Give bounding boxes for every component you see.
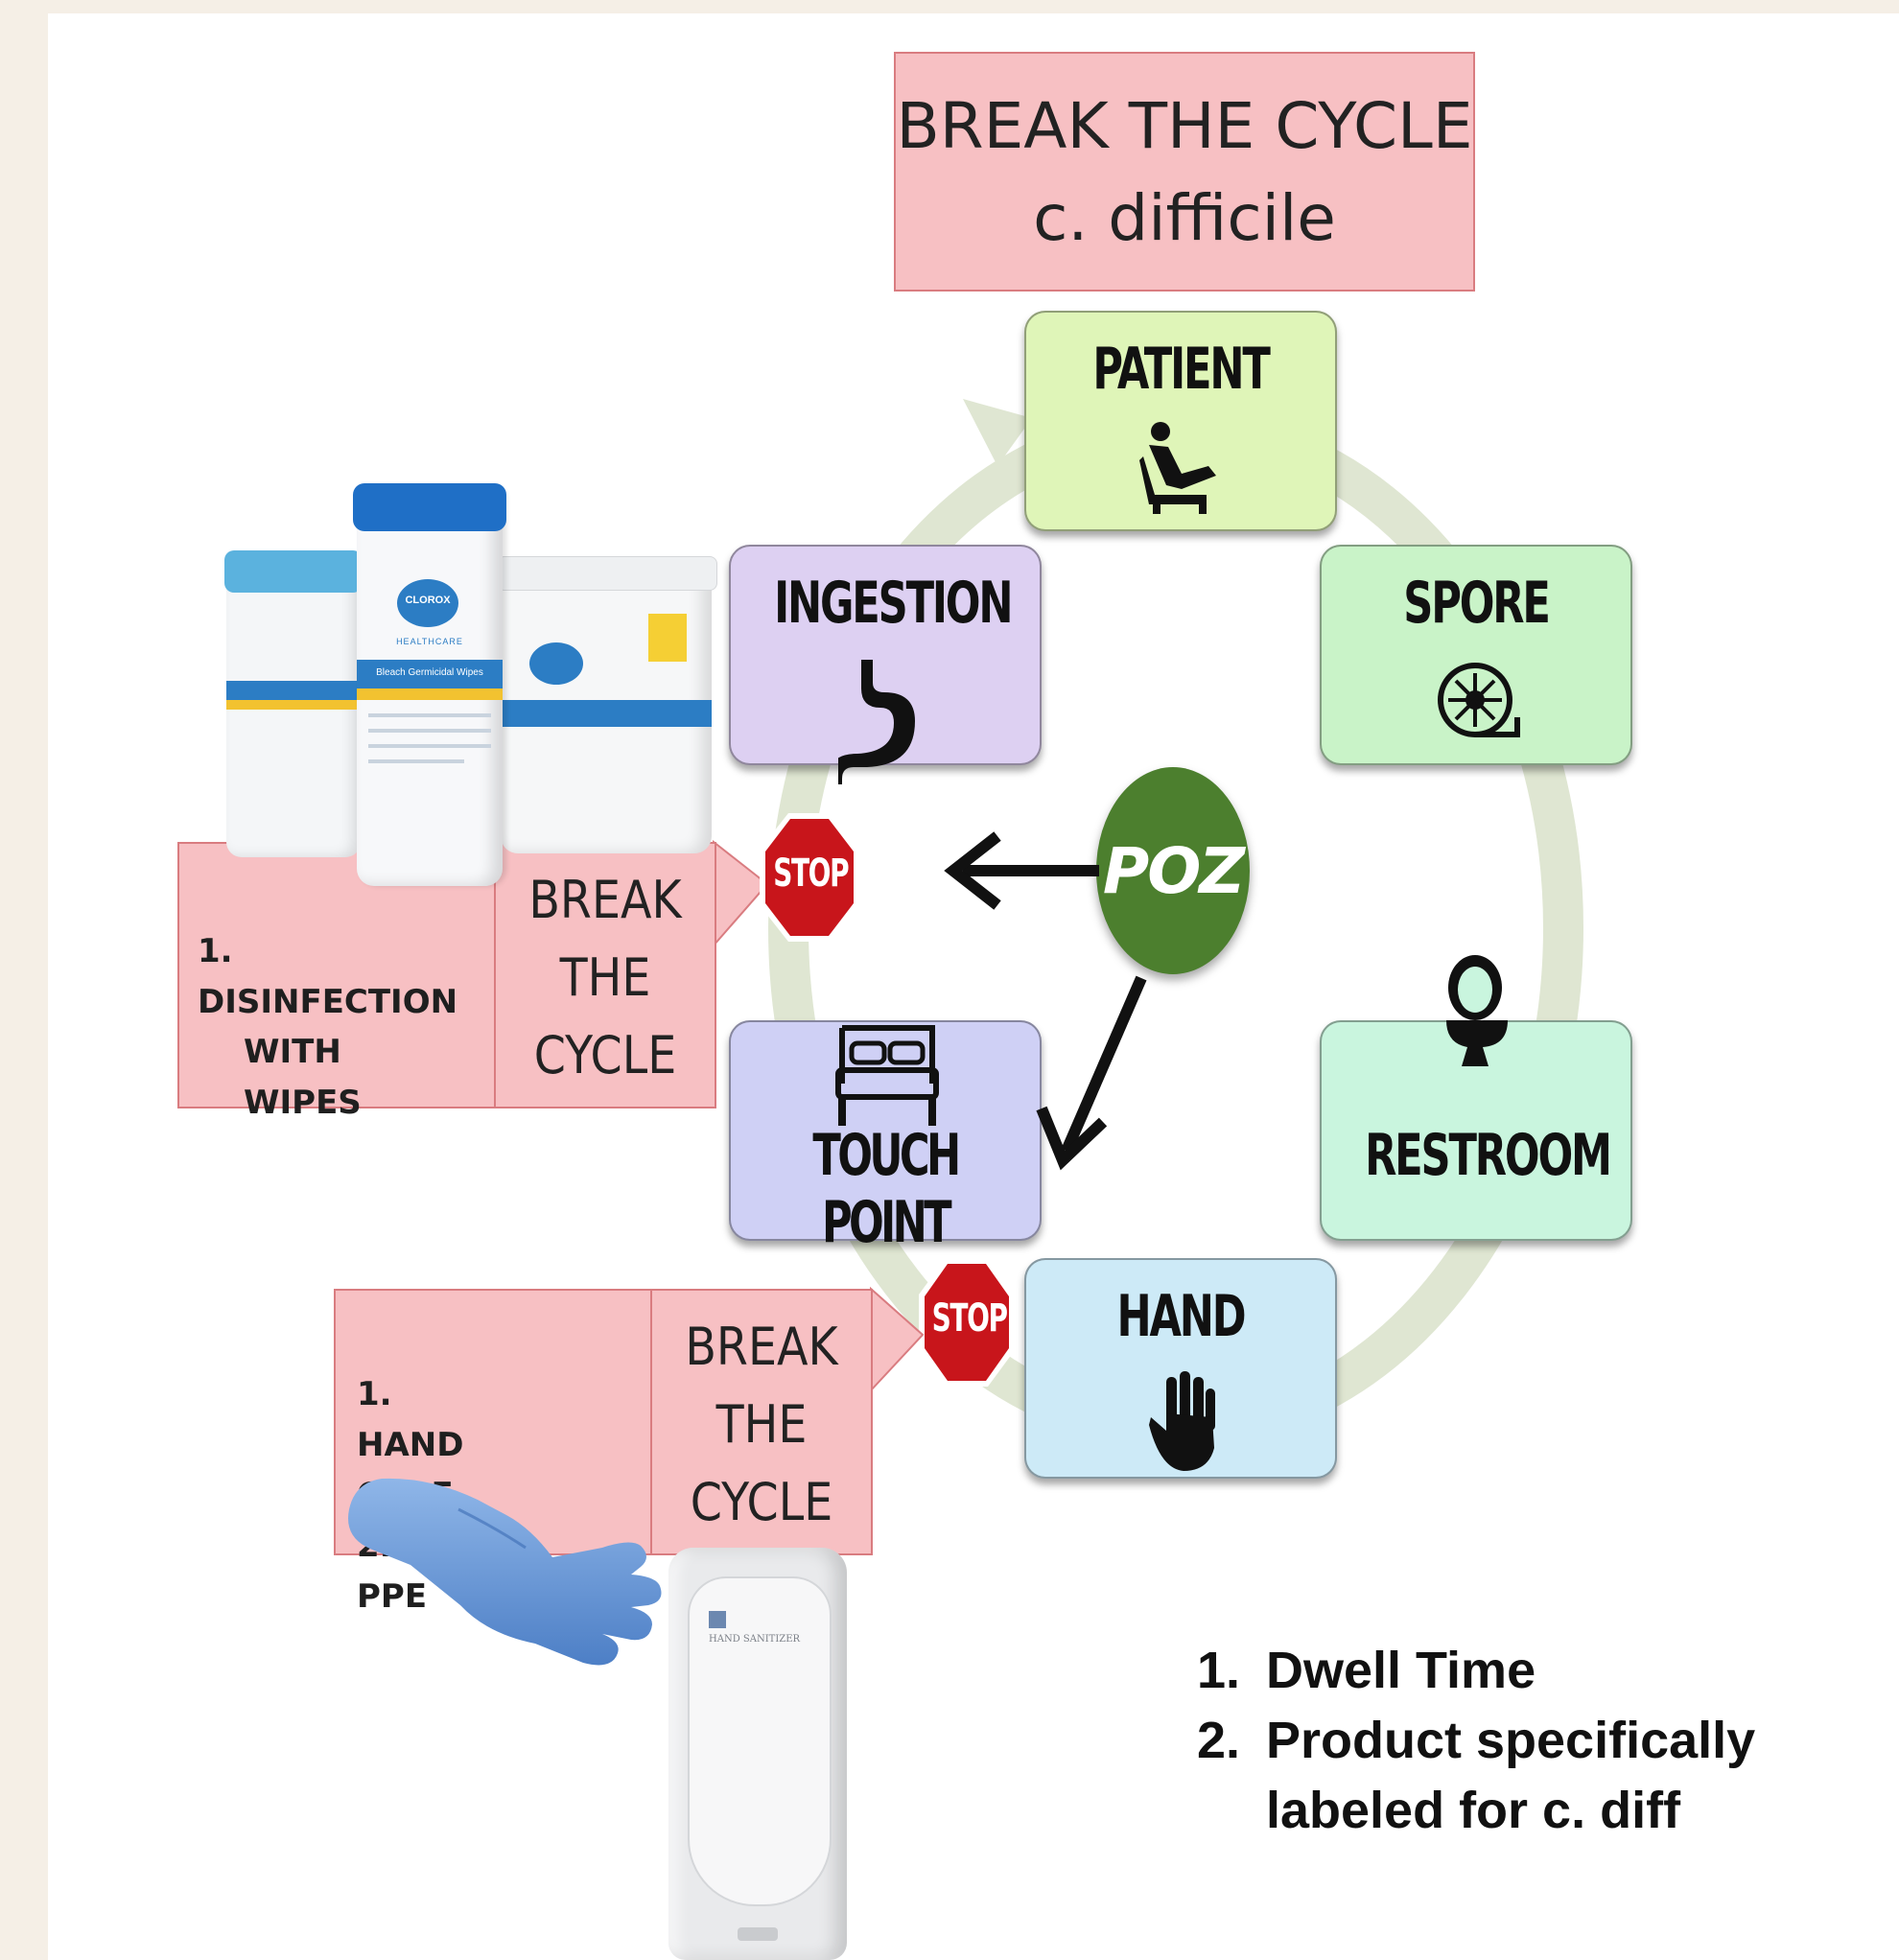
node-ingestion-label: INGESTION [774,570,1013,637]
wipes-canister-center: CLOROX HEALTHCARE Bleach Germicidal Wipe… [353,483,506,886]
node-ingestion[interactable]: INGESTION [729,545,1042,784]
node-patient[interactable]: PATIENT [1024,311,1337,531]
requirement-2: 2. Product specifically [1197,1706,1755,1776]
requirement-2-continued-number [1197,1776,1266,1846]
spore-icon [1438,663,1520,737]
callout-wipes-item-2: WITH WIPES [244,1033,362,1123]
callout-hand-care-break-1: BREAK [685,1317,838,1377]
requirement-1: 1. Dwell Time [1197,1636,1755,1706]
title-box: BREAK THE CYCLE c. difficile [894,52,1475,292]
callout-hand-care-break-text: BREAK THE CYCLE [664,1308,859,1541]
wipes-tub-right [497,556,717,853]
requirement-2-continued: labeled for c. diff [1197,1776,1755,1846]
callout-wipes-break-2: THE [559,947,651,1008]
stop-sign-top: STOP [758,811,861,944]
callout-hand-care-break-3: CYCLE [690,1472,833,1532]
callout-wipes-items: 1. DISINFECTION WITH WIPES [198,926,457,1129]
title-line-2: c. difficile [1033,180,1336,255]
node-hand-label: HAND [1116,1283,1247,1350]
stop-sign-bottom: STOP [917,1256,1017,1388]
bed-icon [835,1025,939,1126]
node-patient-label: PATIENT [1092,336,1270,403]
callout-hand-care-items: 1. HAND CARE 2. PPE [357,1369,463,1622]
stomach-icon [838,660,915,784]
callout-wipes-item-1: 1. DISINFECTION [198,932,458,1021]
poz-badge[interactable]: POZ [1096,767,1250,974]
hand-icon [1149,1371,1215,1471]
wipes-product-label: Bleach Germicidal Wipes [376,667,483,678]
toilet-icon [1446,955,1508,1066]
node-spore-label: SPORE [1403,570,1551,637]
requirements-list: 1. Dwell Time 2. Product specifically la… [1197,1636,1755,1846]
node-restroom-label: RESTROOM [1365,1122,1612,1189]
callout-hand-care-break-2: THE [715,1394,808,1455]
callout-hand-care-break-box [650,1289,873,1555]
node-restroom[interactable]: RESTROOM [1320,955,1632,1241]
requirement-1-number: 1. [1197,1642,1241,1699]
requirement-2-number: 2. [1197,1711,1241,1769]
node-touch-point-label: TOUCH POINT [812,1122,961,1256]
wipes-product-image: CLOROX HEALTHCARE Bleach Germicidal Wipe… [223,483,717,890]
glove-image [348,1478,662,1666]
stop-sign-bottom-label: STOP [931,1296,1008,1341]
poz-label: POZ [1102,834,1245,908]
wipes-canister-left [224,550,363,857]
sanitizer-dispenser-image: HAND SANITIZER [668,1548,847,1960]
node-hand[interactable]: HAND [1024,1258,1337,1479]
stop-sign-top-label: STOP [773,852,849,896]
callout-wipes-break-1: BREAK [528,870,682,930]
callout-wipes-break-text: BREAK THE CYCLE [507,861,703,1094]
node-spore[interactable]: SPORE [1320,545,1632,765]
requirement-1-text: Dwell Time [1266,1642,1536,1699]
wipes-line-label: HEALTHCARE [396,637,463,646]
title-line-1: BREAK THE CYCLE [896,89,1473,163]
recliner-icon [1139,422,1216,514]
sanitizer-label: HAND SANITIZER [709,1634,801,1645]
requirement-2-text: Product specifically [1266,1711,1756,1769]
wipes-brand-label: CLOROX [405,595,451,606]
callout-wipes-break-3: CYCLE [533,1025,677,1085]
node-touch-point[interactable]: TOUCH POINT [729,1020,1042,1256]
requirement-2-continued-text: labeled for c. diff [1266,1781,1681,1839]
